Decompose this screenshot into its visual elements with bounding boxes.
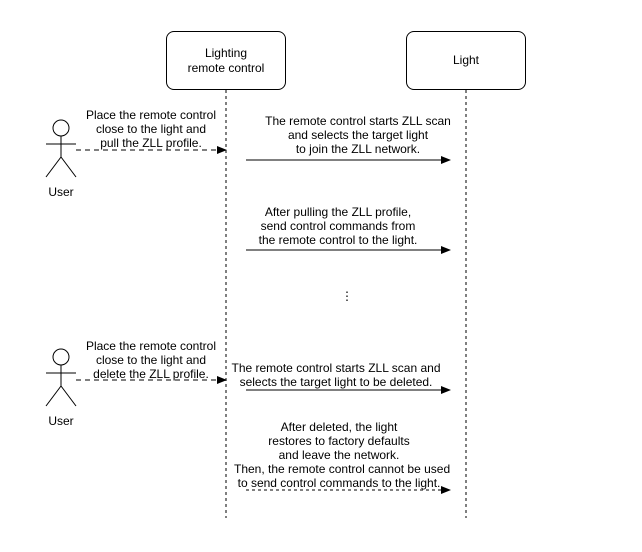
- actor-user-label: User: [48, 414, 74, 428]
- message-label-line: pull the ZLL profile.: [100, 136, 202, 150]
- message-label-join-network: The remote control starts ZLL scan and s…: [238, 114, 478, 156]
- message-label-line: Place the remote control: [85, 339, 217, 353]
- actor-user-label: User: [48, 185, 74, 199]
- message-label-line: The remote control starts ZLL scan and: [231, 361, 441, 375]
- participant-remote-control: Lighting remote control: [166, 31, 286, 90]
- sequence-gap-marker: ⋮: [341, 289, 353, 303]
- message-label-delete-profile: Place the remote control close to the li…: [64, 339, 238, 381]
- message-label-factory-reset: After deleted, the light restores to fac…: [234, 420, 451, 490]
- message-label-line: to join the ZLL network.: [295, 142, 421, 156]
- participant-remote-control-label-line: Lighting: [204, 45, 248, 60]
- message-label-line: Then, the remote control cannot be used: [234, 462, 451, 476]
- participant-remote-control-label-line: remote control: [187, 60, 265, 75]
- message-label-line: and selects the target light: [287, 128, 429, 142]
- participant-light: Light: [406, 31, 526, 90]
- message-label-line: Place the remote control: [85, 108, 217, 122]
- message-label-line: the remote control to the light.: [258, 233, 418, 247]
- message-label-line: delete the ZLL profile.: [93, 367, 209, 381]
- message-label-line: close to the light and: [95, 353, 207, 367]
- message-label-line: restores to factory defaults: [268, 434, 410, 448]
- message-label-line: to send control commands to the light.: [237, 476, 441, 490]
- message-label-pull-profile: Place the remote control close to the li…: [64, 108, 238, 150]
- message-label-line: close to the light and: [95, 122, 207, 136]
- message-label-control-commands: After pulling the ZLL profile, send cont…: [238, 205, 438, 247]
- message-label-line: selects the target light to be deleted.: [239, 375, 433, 389]
- message-label-line: After deleted, the light: [280, 420, 398, 434]
- message-label-line: send control commands from: [260, 219, 416, 233]
- participant-light-label: Light: [452, 53, 480, 67]
- user-actor-icon: [45, 348, 77, 407]
- message-label-line: and leave the network.: [278, 448, 400, 462]
- message-label-delete-scan: The remote control starts ZLL scan and s…: [226, 361, 446, 389]
- message-label-line: The remote control starts ZLL scan: [265, 114, 451, 128]
- message-label-line: After pulling the ZLL profile,: [264, 205, 412, 219]
- user-actor-icon: [45, 119, 77, 178]
